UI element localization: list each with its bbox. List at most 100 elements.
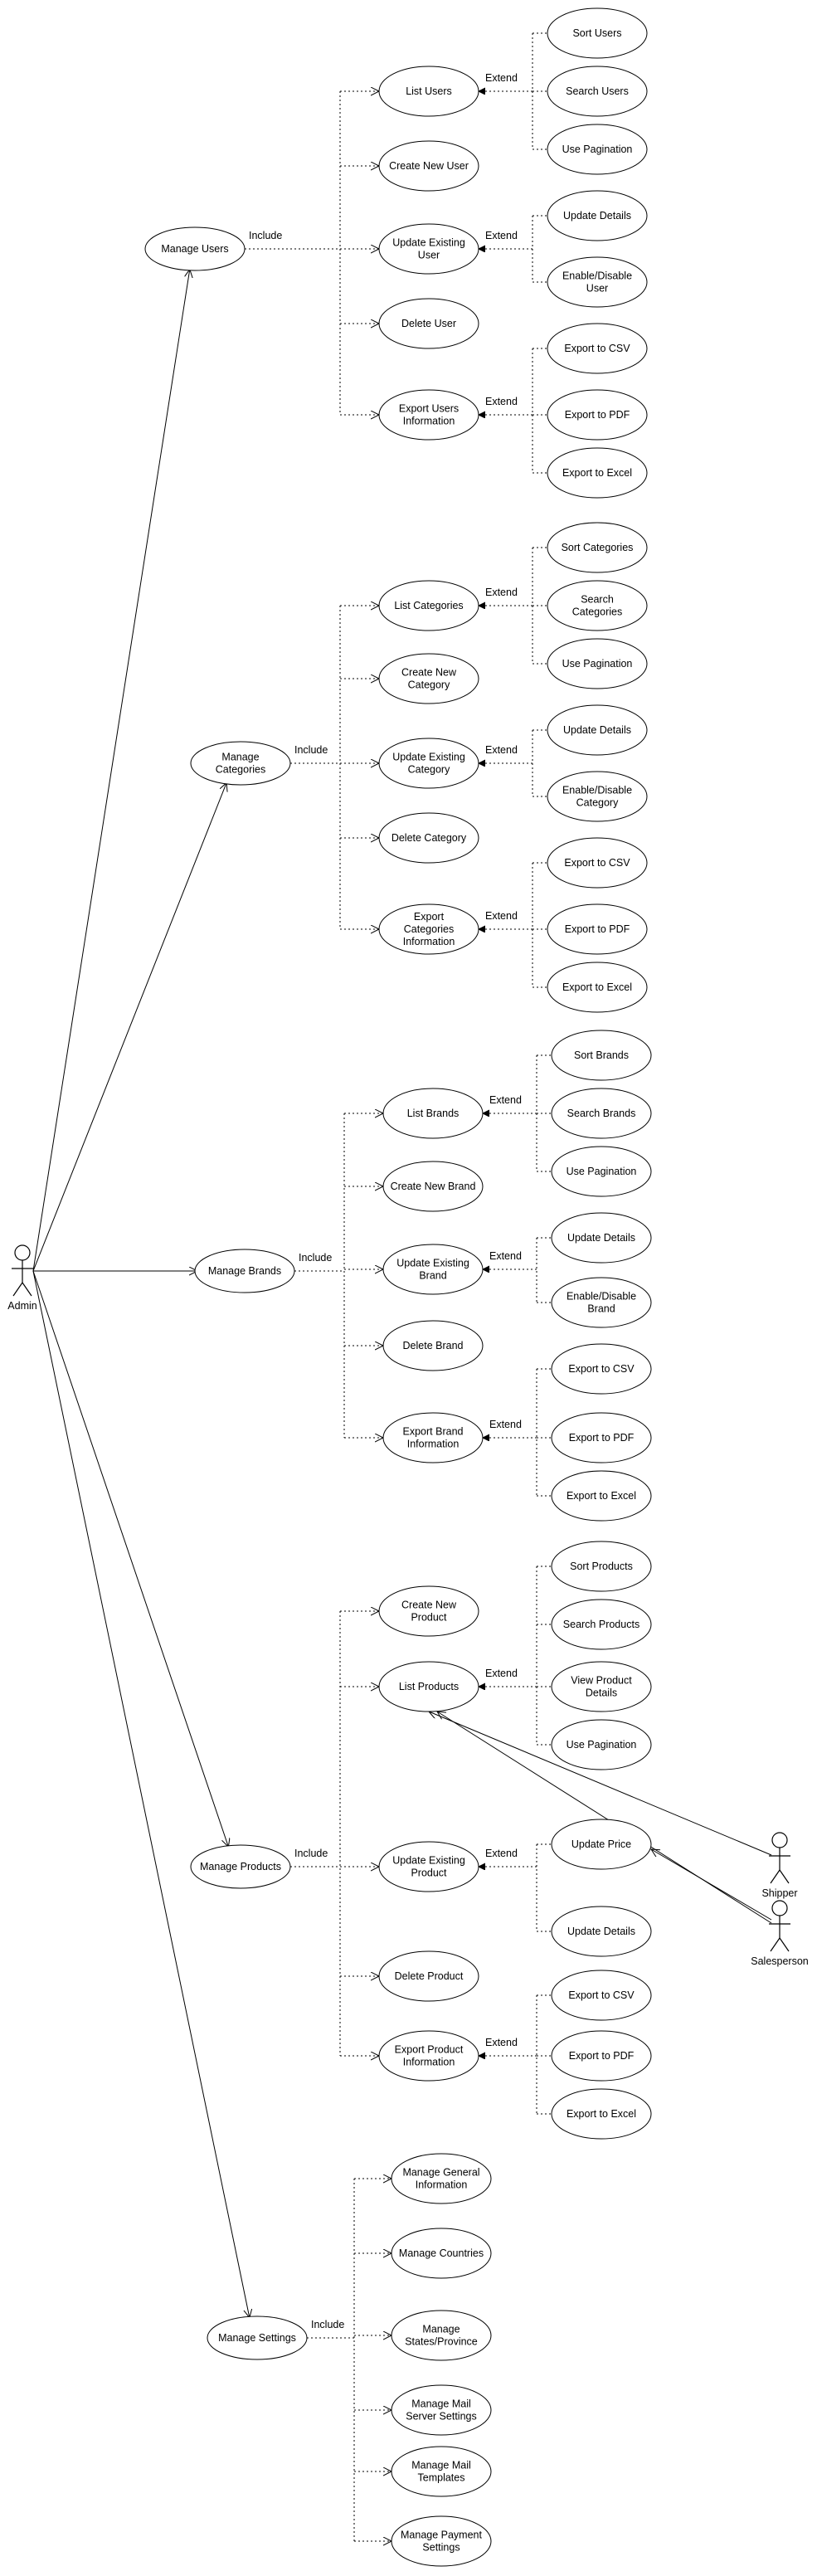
manage-categories-delete-category-usecase: Delete Category xyxy=(378,812,479,864)
manage-categories-list-categories-extend-label: Extend xyxy=(485,587,518,598)
manage-settings-manage-mail-templates-usecase-ellipse xyxy=(391,2446,492,2497)
manage-settings-manage-payment-settings-usecase-label: Settings xyxy=(422,2542,460,2554)
manage-products-list-products-view-product-details-usecase-label: Details xyxy=(586,1687,617,1699)
shipper-actor-right-leg xyxy=(779,1869,790,1884)
manage-categories-export-categories-information-usecase-label: Categories xyxy=(404,923,454,935)
manage-categories-export-categories-information-export-to-excel-usecase-ellipse xyxy=(547,962,648,1013)
manage-brands-update-existing-brand-usecase-label: Brand xyxy=(419,1270,446,1282)
manage-brands-list-brands-use-pagination-usecase-ellipse xyxy=(551,1146,652,1197)
manage-categories-list-categories-use-pagination-usecase: Use Pagination xyxy=(547,638,648,689)
manage-categories-delete-category-usecase-label: Delete Category xyxy=(391,832,467,844)
manage-products-update-existing-product-extend-label: Extend xyxy=(485,1848,518,1859)
manage-products-export-product-information-export-to-csv-usecase: Export to CSV xyxy=(551,1970,652,2021)
manage-products-delete-product-usecase-ellipse xyxy=(378,1950,479,2002)
manage-users-delete-user-usecase-label: Delete User xyxy=(401,318,456,329)
admin-to-manage-settings-association xyxy=(32,1270,250,2318)
manage-categories-update-existing-category-extend-label: Extend xyxy=(485,744,518,756)
manage-products-export-product-information-extend-label: Extend xyxy=(485,2037,518,2048)
manage-products-update-existing-product-update-price-usecase: Update Price xyxy=(551,1819,652,1870)
manage-users-list-users-search-users-usecase-ellipse xyxy=(547,66,648,117)
manage-brands-update-existing-brand-extend-label: Extend xyxy=(489,1250,522,1262)
manage-categories-include-label: Include xyxy=(294,744,328,756)
manage-categories-update-existing-category-update-details-usecase-label: Update Details xyxy=(563,724,631,736)
manage-brands-usecase-ellipse xyxy=(194,1249,295,1293)
manage-settings-manage-states-province-usecase-ellipse xyxy=(391,2310,492,2361)
manage-categories-list-categories-usecase: List Categories xyxy=(378,580,479,631)
manage-brands-list-brands-extend-label: Extend xyxy=(489,1094,522,1106)
manage-categories-update-existing-category-enable-disable-category-usecase-label: Enable/Disable xyxy=(562,785,632,796)
manage-settings-manage-mail-templates-usecase-label: Templates xyxy=(418,2472,465,2484)
manage-users-create-new-user-usecase-label: Create New User xyxy=(389,160,469,172)
manage-brands-export-brand-information-export-to-excel-usecase-label: Export to Excel xyxy=(567,1490,636,1502)
manage-brands-list-brands-sort-brands-usecase-ellipse xyxy=(551,1030,652,1081)
admin-actor-label: Admin xyxy=(7,1300,36,1312)
manage-brands-export-brand-information-export-to-csv-usecase-label: Export to CSV xyxy=(568,1363,635,1375)
manage-users-list-users-usecase-label: List Users xyxy=(406,85,452,97)
manage-products-update-existing-product-usecase-ellipse xyxy=(378,1841,479,1892)
manage-users-export-users-information-extend-label: Extend xyxy=(485,396,518,407)
manage-users-delete-user-usecase: Delete User xyxy=(378,298,479,349)
manage-brands-export-brand-information-export-to-pdf-usecase-ellipse xyxy=(551,1412,652,1463)
manage-categories-export-categories-information-usecase-label: Export xyxy=(414,911,445,923)
manage-settings-manage-countries-usecase-label: Manage Countries xyxy=(399,2247,484,2259)
manage-categories-list-categories-usecase-label: List Categories xyxy=(394,600,463,611)
manage-users-delete-user-usecase-ellipse xyxy=(378,298,479,349)
manage-brands-delete-brand-usecase: Delete Brand xyxy=(382,1320,484,1371)
manage-users-update-existing-user-usecase-ellipse xyxy=(378,223,479,275)
manage-products-usecase-ellipse xyxy=(190,1844,291,1889)
manage-categories-update-existing-category-update-details-usecase: Update Details xyxy=(547,704,648,756)
manage-products-create-new-product-usecase-ellipse xyxy=(378,1585,479,1637)
manage-categories-update-existing-category-usecase-label: Category xyxy=(408,764,450,776)
manage-users-export-users-information-export-to-pdf-usecase-ellipse xyxy=(547,389,648,441)
manage-products-usecase: Manage Products xyxy=(190,1844,291,1889)
manage-categories-update-existing-category-enable-disable-category-usecase-ellipse xyxy=(547,771,648,822)
admin-actor-right-leg xyxy=(22,1282,32,1297)
manage-products-export-product-information-export-to-pdf-usecase-label: Export to PDF xyxy=(569,2050,635,2062)
manage-products-export-product-information-export-to-excel-usecase-label: Export to Excel xyxy=(567,2108,636,2120)
manage-users-list-users-use-pagination-usecase-label: Use Pagination xyxy=(562,144,633,155)
manage-users-update-existing-user-enable-disable-user-usecase-label: Enable/Disable xyxy=(562,270,632,282)
salesperson-actor-left-leg xyxy=(770,1937,781,1952)
manage-categories-list-categories-sort-categories-usecase-ellipse xyxy=(547,522,648,573)
manage-users-export-users-information-usecase-ellipse xyxy=(378,389,479,441)
manage-categories-list-categories-use-pagination-usecase-label: Use Pagination xyxy=(562,658,633,670)
manage-settings-usecase-ellipse xyxy=(207,2315,308,2360)
manage-products-list-products-usecase: List Products xyxy=(378,1661,479,1712)
manage-users-export-users-information-usecase-label: Export Users xyxy=(399,403,459,415)
manage-categories-update-existing-category-usecase-ellipse xyxy=(378,738,479,789)
manage-settings-usecase-label: Manage Settings xyxy=(218,2332,296,2344)
manage-users-list-users-sort-users-usecase: Sort Users xyxy=(547,7,648,59)
manage-brands-update-existing-brand-usecase-label: Update Existing xyxy=(396,1258,469,1269)
manage-brands-update-existing-brand-update-details-usecase-ellipse xyxy=(551,1212,652,1264)
manage-products-list-products-view-product-details-usecase-ellipse xyxy=(551,1661,652,1712)
manage-categories-delete-category-usecase-ellipse xyxy=(378,812,479,864)
manage-categories-export-categories-information-export-to-pdf-usecase: Export to PDF xyxy=(547,903,648,955)
manage-users-export-users-information-export-to-excel-usecase-label: Export to Excel xyxy=(562,467,632,479)
manage-products-list-products-use-pagination-usecase-ellipse xyxy=(551,1719,652,1770)
manage-products-list-products-usecase-label: List Products xyxy=(399,1681,459,1692)
shipper-actor: Shipper xyxy=(761,1832,798,1899)
manage-brands-list-brands-use-pagination-usecase: Use Pagination xyxy=(551,1146,652,1197)
manage-categories-export-categories-information-export-to-csv-usecase: Export to CSV xyxy=(547,837,648,889)
manage-categories-export-categories-information-extend-label: Extend xyxy=(485,910,518,922)
manage-settings-manage-payment-settings-usecase-ellipse xyxy=(391,2515,492,2567)
shipper-actor-left-leg xyxy=(770,1869,781,1884)
manage-brands-update-existing-brand-update-details-usecase-label: Update Details xyxy=(567,1232,635,1244)
manage-brands-usecase-label: Manage Brands xyxy=(208,1265,281,1277)
manage-categories-export-categories-information-export-to-excel-usecase-label: Export to Excel xyxy=(562,981,632,993)
manage-brands-create-new-brand-usecase: Create New Brand xyxy=(382,1161,484,1212)
manage-products-create-new-product-usecase-label: Product xyxy=(411,1612,447,1624)
manage-users-list-users-extend-label: Extend xyxy=(485,72,518,84)
manage-products-list-products-search-products-usecase-label: Search Products xyxy=(563,1619,639,1630)
manage-products-update-existing-product-update-price-usecase-ellipse xyxy=(551,1819,652,1870)
